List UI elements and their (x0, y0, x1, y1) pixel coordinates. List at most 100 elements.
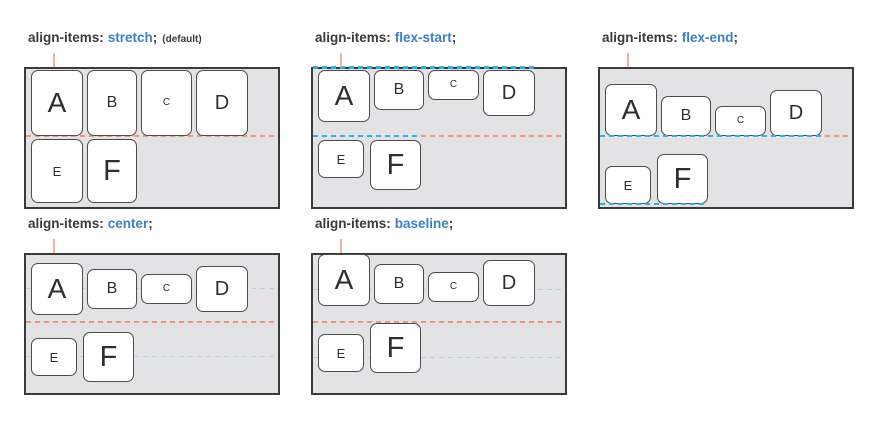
flex-item-e: E (605, 166, 651, 204)
flex-item-d: D (483, 70, 535, 116)
item-letter: F (386, 331, 405, 364)
flex-container-box: A B C D E F (24, 67, 280, 209)
flex-item-e: E (31, 338, 77, 376)
item-letter: E (336, 345, 346, 361)
flex-item-c: C (141, 70, 192, 136)
title-property: align-items: (28, 216, 104, 231)
item-letter: E (623, 177, 633, 193)
item-letter: D (214, 278, 230, 300)
title-property: align-items: (315, 216, 391, 231)
item-letter: A (334, 80, 354, 111)
item-letter: E (49, 349, 59, 365)
callout-tick (627, 53, 629, 67)
panel-stretch: align-items:stretch; (default) A B C D E F (24, 30, 280, 209)
flex-item-f: F (83, 332, 134, 382)
item-letter: C (449, 79, 458, 90)
flex-container-box: A B C D E F (311, 253, 567, 395)
item-letter: D (501, 82, 517, 104)
item-letter: C (449, 281, 458, 292)
item-letter: D (788, 102, 804, 124)
flex-item-b: B (87, 70, 137, 136)
item-letter: B (106, 94, 118, 111)
item-letter: E (52, 163, 62, 179)
title-value: flex-end (681, 30, 734, 45)
flex-item-d: D (483, 260, 535, 306)
flex-item-c: C (141, 274, 192, 304)
title-value: baseline (394, 216, 449, 231)
flex-item-e: E (318, 140, 364, 178)
panel-flex-start: align-items:flex-start; A B C D E F (311, 30, 567, 209)
callout-tick (340, 239, 342, 253)
item-letter: A (47, 87, 67, 118)
title-semicolon: ; (733, 30, 739, 45)
item-letter: F (103, 154, 121, 187)
item-letter: E (336, 151, 346, 167)
item-letter: C (162, 283, 171, 294)
title-semicolon: ; (451, 30, 457, 45)
item-letter: B (393, 81, 405, 98)
title-semicolon: ; (448, 216, 454, 231)
panel-title: align-items:stretch; (default) (28, 30, 280, 46)
flex-item-a: A (31, 263, 83, 315)
title-semicolon: ; (152, 30, 158, 45)
item-letter: A (47, 273, 67, 304)
flex-item-a: A (31, 70, 83, 136)
item-letter: D (501, 272, 517, 294)
title-property: align-items: (28, 30, 104, 45)
row-boundary-line (313, 135, 563, 137)
panel-title: align-items:center; (28, 216, 280, 232)
item-letter: A (621, 94, 641, 125)
title-value: center (107, 216, 149, 231)
flex-item-b: B (87, 269, 137, 309)
title-semicolon: ; (148, 216, 153, 231)
callout-tick (53, 239, 55, 253)
row-boundary-line (26, 321, 276, 323)
flex-item-c: C (428, 272, 479, 302)
flex-item-f: F (370, 140, 421, 190)
item-letter: D (214, 92, 230, 114)
flex-item-a: A (605, 84, 657, 136)
panel-title: align-items:baseline; (315, 216, 567, 232)
flex-item-d: D (770, 90, 822, 136)
item-letter: B (106, 280, 118, 297)
item-letter: A (334, 264, 354, 295)
item-letter: F (386, 148, 405, 181)
flex-item-d: D (196, 70, 248, 136)
panel-title: align-items:flex-start; (315, 30, 567, 46)
flex-item-f: F (87, 139, 137, 203)
title-value: stretch (107, 30, 153, 45)
flex-container-box: A B C D E F (311, 66, 567, 209)
flex-item-c: C (715, 106, 766, 136)
flex-item-b: B (374, 264, 424, 304)
callout-tick (340, 53, 342, 67)
align-edge-line (313, 134, 421, 138)
flex-item-c: C (428, 70, 479, 100)
panel-title: align-items:flex-end; (602, 30, 854, 46)
item-letter: F (673, 162, 692, 195)
flex-item-e: E (318, 334, 364, 372)
title-property: align-items: (315, 30, 391, 45)
title-value: flex-start (394, 30, 452, 45)
flex-item-b: B (374, 70, 424, 110)
row-boundary-line (313, 321, 563, 323)
panel-center: align-items:center; A B C D E F (24, 216, 280, 395)
item-letter: C (736, 115, 745, 126)
flex-item-f: F (657, 154, 708, 204)
flex-container-box: A B C D E F (24, 253, 280, 395)
item-letter: B (393, 275, 405, 292)
panel-baseline: align-items:baseline; A B C D E F (311, 216, 567, 395)
flex-item-a: A (318, 70, 370, 122)
flex-item-b: B (661, 96, 711, 136)
flex-item-d: D (196, 266, 248, 312)
callout-tick (53, 53, 55, 67)
flex-item-e: E (31, 139, 83, 203)
title-note: (default) (162, 34, 202, 45)
flex-item-a: A (318, 254, 370, 306)
item-letter: C (162, 97, 171, 108)
align-edge-line (313, 66, 535, 69)
title-property: align-items: (602, 30, 678, 45)
